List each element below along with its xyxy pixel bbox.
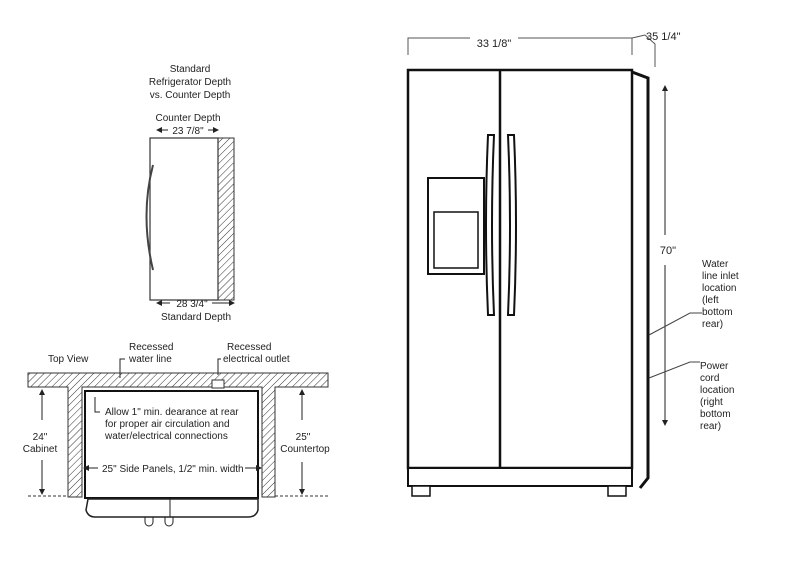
standard-depth-label: Standard Depth: [161, 312, 231, 323]
power-cord-text: bottom: [700, 409, 731, 420]
leader-line: [119, 358, 125, 378]
water-inlet-label: Water line inlet location (left bottom r…: [702, 259, 739, 330]
top-view-title: Top View: [48, 354, 89, 365]
foot-left: [411, 485, 431, 497]
top-view-installation: Top View Recessed water line Recessed el…: [23, 342, 330, 527]
refrigerator-front-view: 33 1/8" 35 1/4" 70" Water line inlet loc…: [406, 31, 739, 497]
water-inlet-text: Water: [702, 259, 729, 270]
water-line-label-2: water line: [128, 354, 172, 365]
fresh-food-door-handle: [506, 134, 517, 316]
power-cord-label: Power cord location (right bottom rear): [700, 361, 734, 432]
power-cord-text: location: [700, 385, 734, 396]
side-depth-view: Standard Refrigerator Depth vs. Counter …: [145, 64, 235, 323]
freezer-door-handle: [485, 134, 496, 316]
side-view-title-3: vs. Counter Depth: [150, 90, 231, 101]
side-view-title-1: Standard: [170, 64, 211, 75]
foot-right: [607, 485, 627, 497]
clearance-note-3: water/electrical connections: [104, 431, 228, 442]
leader-line: [648, 361, 700, 379]
clearance-note-2: for proper air circulation and: [105, 419, 230, 430]
cabinet-depth-value: 24": [33, 432, 48, 443]
leader-line: [217, 358, 221, 375]
depth-label: 35 1/4": [646, 31, 681, 43]
leader-line: [94, 397, 100, 413]
fridge-side-body: [149, 137, 219, 301]
water-inlet-text: (left: [702, 295, 719, 306]
fridge-side-edge: [631, 70, 650, 489]
water-inlet-text: line inlet: [702, 271, 739, 282]
power-cord-text: rear): [700, 421, 721, 432]
dispenser-recess: [433, 211, 479, 269]
cabinet-depth-label: Cabinet: [23, 444, 58, 455]
power-cord-text: cord: [700, 373, 719, 384]
counter-depth-value: 23 7/8": [172, 126, 204, 137]
countertop-depth-label: Countertop: [280, 444, 330, 455]
standard-depth-value: 28 3/4": [176, 299, 208, 310]
recessed-outlet-icon: [211, 379, 225, 389]
fridge-doors-top: [85, 498, 259, 518]
power-cord-text: (right: [700, 397, 723, 408]
water-inlet-text: rear): [702, 319, 723, 330]
fridge-top-outline: [84, 390, 259, 499]
side-view-title-2: Refrigerator Depth: [149, 77, 231, 88]
extra-depth-hatch: [217, 137, 235, 301]
height-label: 70": [660, 245, 676, 257]
counter-depth-label: Counter Depth: [155, 113, 220, 124]
clearance-note-1: Allow 1" min. dearance at rear: [105, 407, 239, 418]
door-handle-side: [145, 164, 154, 271]
outlet-label-2: electrical outlet: [223, 354, 290, 365]
width-label: 33 1/8": [477, 38, 512, 50]
countertop-depth-value: 25": [296, 432, 311, 443]
leader-line: [648, 312, 702, 336]
power-cord-text: Power: [700, 361, 729, 372]
water-inlet-text: bottom: [702, 307, 733, 318]
water-inlet-text: location: [702, 283, 736, 294]
width-dimension-line: [407, 37, 633, 55]
outlet-label-1: Recessed: [227, 342, 271, 353]
base-grille: [407, 467, 633, 487]
door-handles-top: [144, 517, 174, 527]
cabinet-wall-hatch: [27, 372, 329, 498]
water-line-label-1: Recessed: [129, 342, 173, 353]
depth-dimension-line: [631, 34, 656, 67]
side-panels-label: 25" Side Panels, 1/2" min. width: [102, 464, 244, 475]
